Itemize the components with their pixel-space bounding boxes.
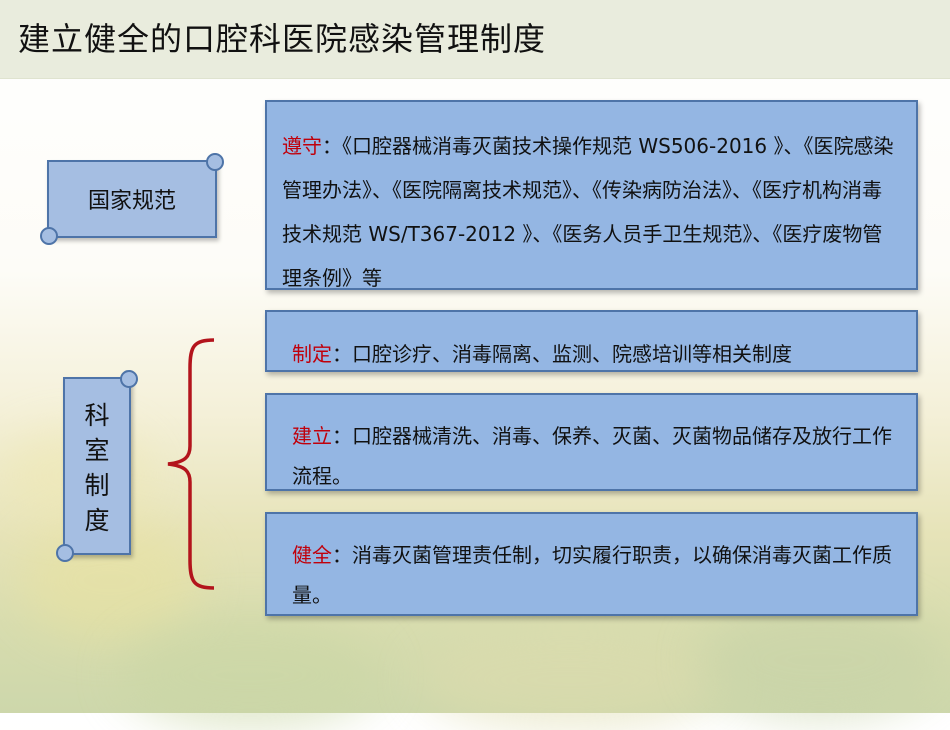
left-brace [167,338,215,590]
title-bar: 建立健全的口腔科医院感染管理制度 [0,0,950,79]
comply-text-block: 遵守：《口腔器械消毒灭菌技术操作规范 WS506-2016 》、《医院感染管理办… [282,124,896,290]
improve-text-block: 健全：消毒灭菌管理责任制，切实履行职责，以确保消毒灭菌工作质量。 [292,535,901,614]
improve-label: 健全 [292,543,332,567]
page-title: 建立健全的口腔科医院感染管理制度 [18,20,547,58]
formulate-box: 制定：口腔诊疗、消毒隔离、监测、院感培训等相关制度 [265,310,918,372]
brace-path [167,338,215,590]
formulate-text-block: 制定：口腔诊疗、消毒隔离、监测、院感培训等相关制度 [292,334,896,370]
comply-separator: ： [322,134,342,158]
national-standards-label: 国家规范 [87,189,176,214]
comply-label: 遵守 [282,134,322,158]
formulate-label: 制定 [292,342,332,366]
background-bokeh [700,600,940,720]
improve-box: 健全：消毒灭菌管理责任制，切实履行职责，以确保消毒灭菌工作质量。 [265,512,918,616]
establish-box: 建立：口腔器械清洗、消毒、保养、灭菌、灭菌物品储存及放行工作流程。 [265,393,918,491]
establish-text-block: 建立：口腔器械清洗、消毒、保养、灭菌、灭菌物品储存及放行工作流程。 [292,416,901,489]
establish-separator: ： [332,424,352,448]
comply-text: 《口腔器械消毒灭菌技术操作规范 WS506-2016 》、《医院感染管理办法》、… [282,134,894,290]
background-bokeh [420,630,720,730]
establish-label: 建立 [292,424,332,448]
formulate-separator: ： [332,342,352,366]
formulate-text: 口腔诊疗、消毒隔离、监测、院感培训等相关制度 [352,342,792,366]
department-rules-scroll: 科室制度 [56,370,138,562]
national-standards-scroll: 国家规范 [40,153,224,245]
department-rules-label: 科室制度 [84,401,110,535]
improve-separator: ： [332,543,352,567]
background-bokeh [120,620,380,730]
establish-text: 口腔器械清洗、消毒、保养、灭菌、灭菌物品储存及放行工作流程。 [292,424,892,488]
improve-text: 消毒灭菌管理责任制，切实履行职责，以确保消毒灭菌工作质量。 [292,543,892,607]
comply-box: 遵守：《口腔器械消毒灭菌技术操作规范 WS506-2016 》、《医院感染管理办… [265,100,918,290]
